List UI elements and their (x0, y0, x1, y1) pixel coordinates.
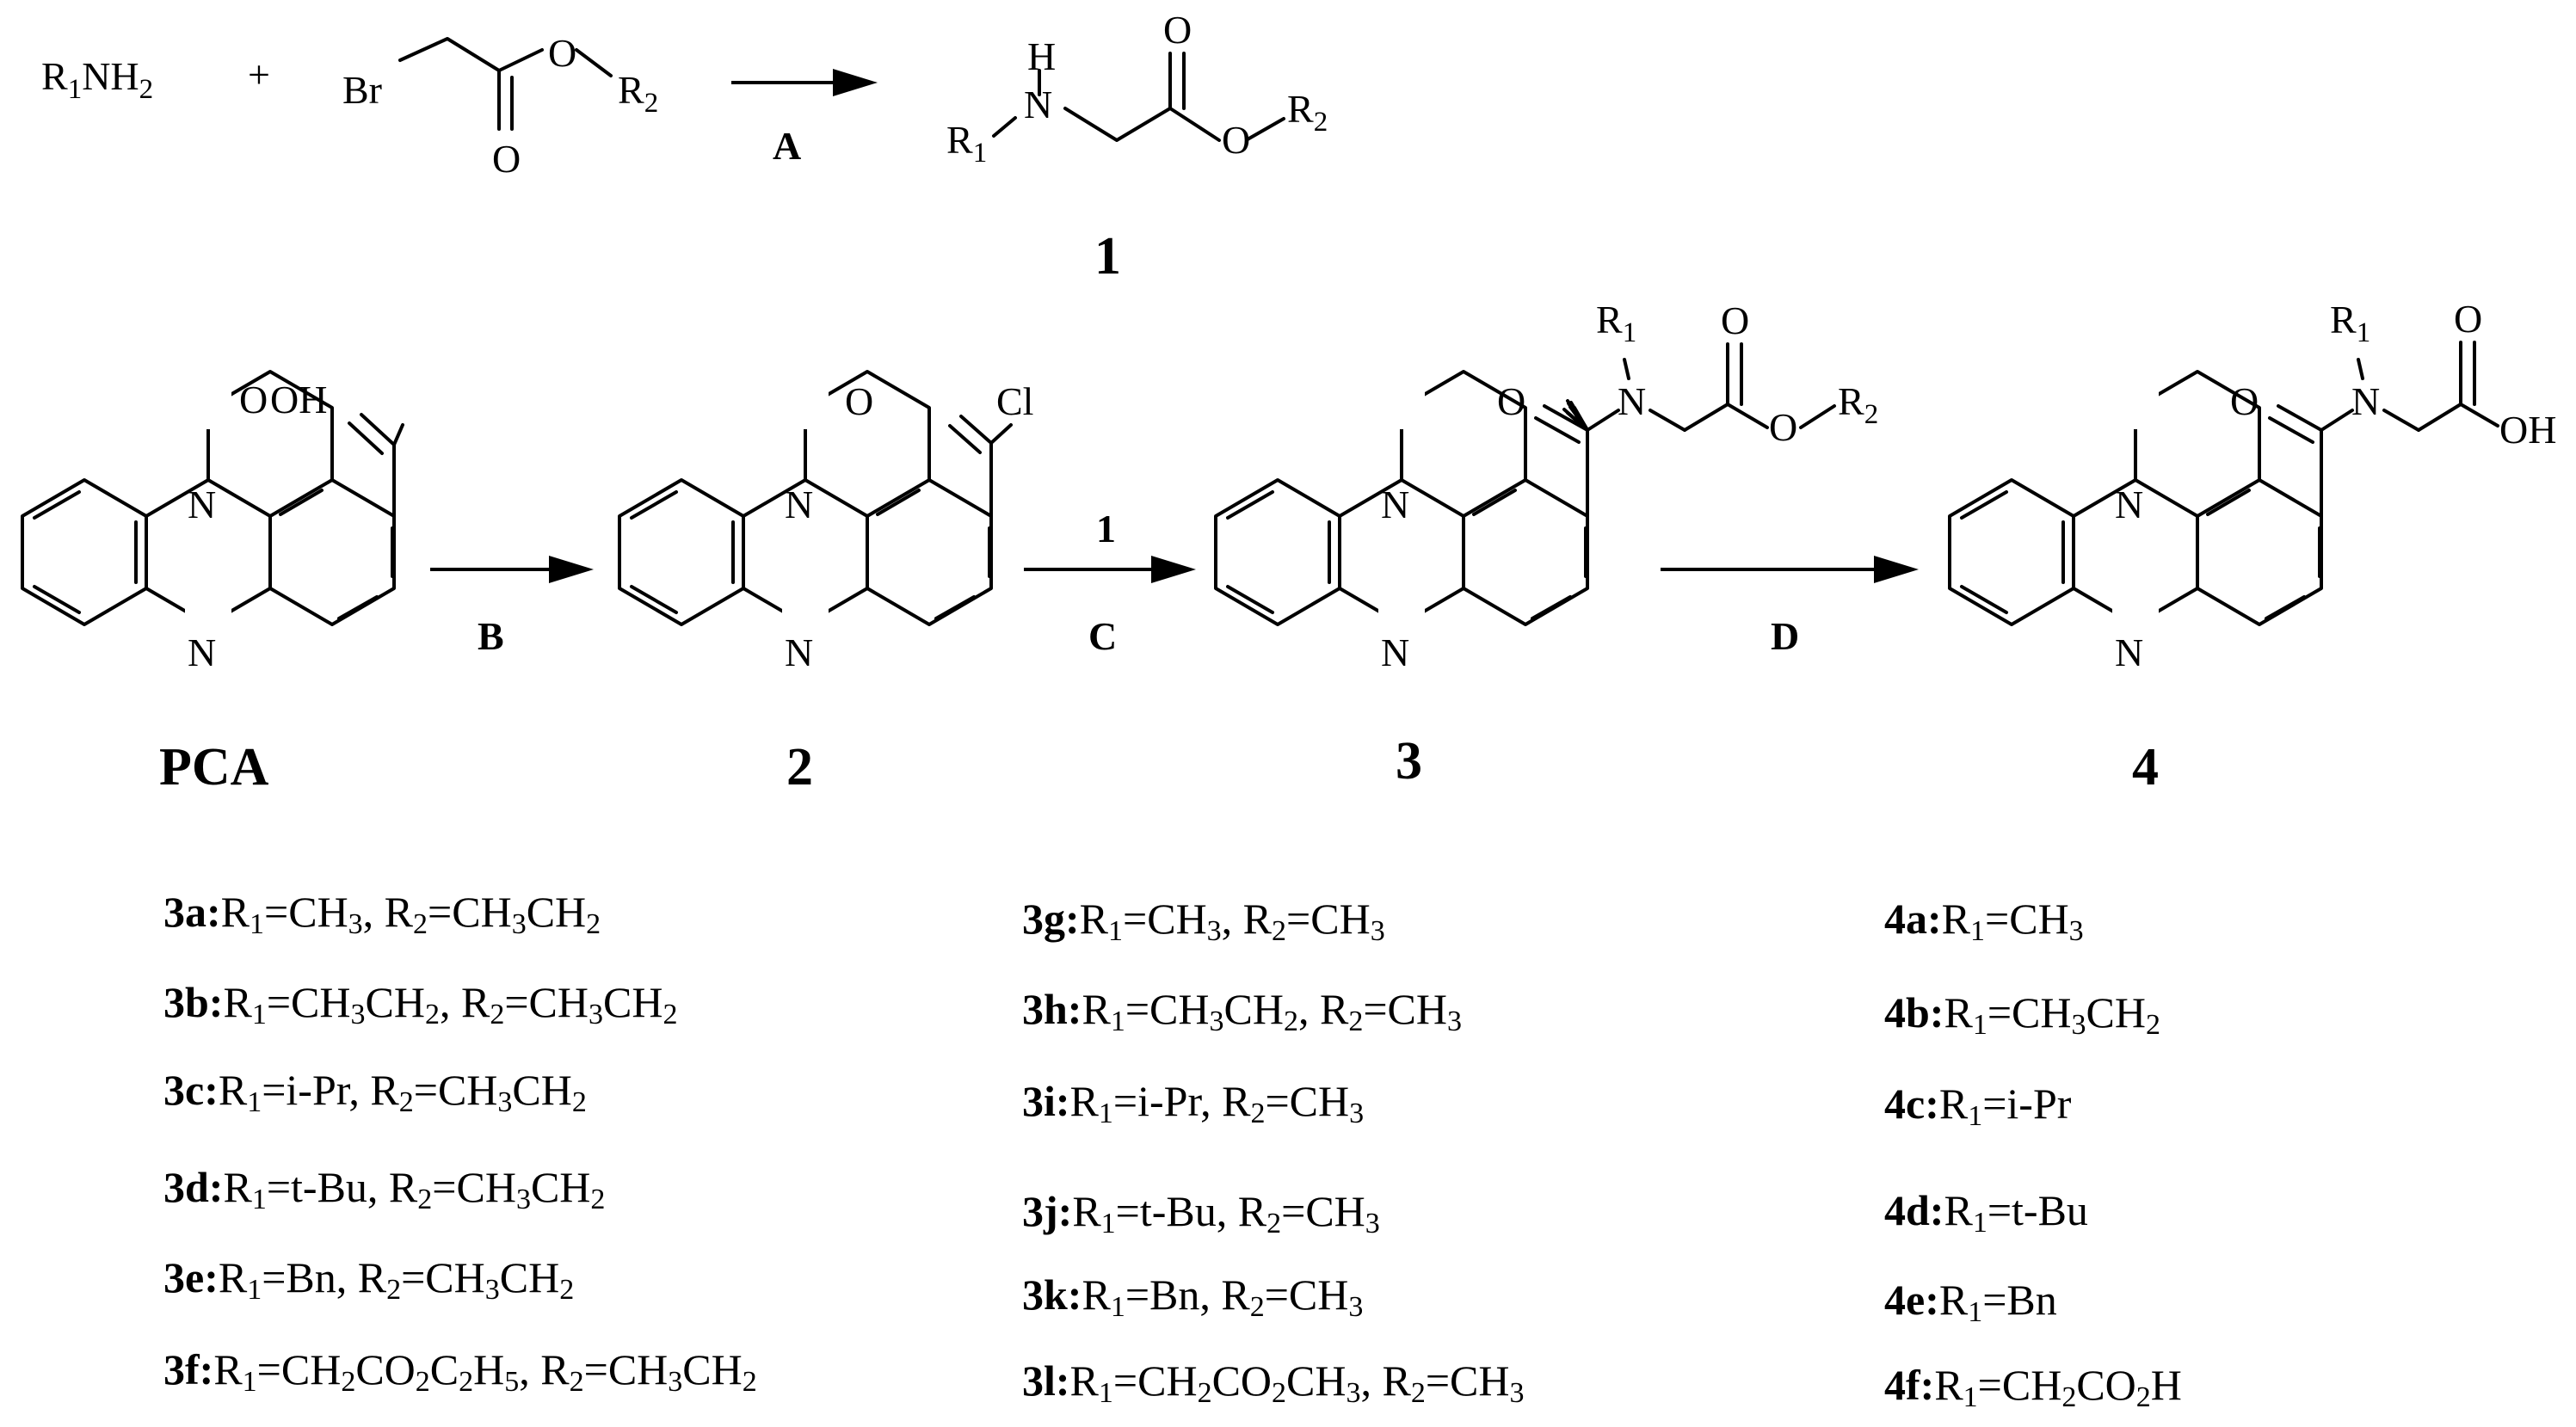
substituent-3d: 3d:R1=t-Bu, R2=CH3CH2 (163, 1163, 606, 1215)
step-label-B: B (478, 614, 504, 658)
svg-text:R2: R2 (1287, 87, 1328, 138)
svg-text:R2: R2 (1838, 379, 1878, 430)
compound-label-PCA: PCA (159, 738, 269, 797)
ring-nitrogen-bottom: N (2115, 630, 2143, 674)
ring-nitrogen-bottom: N (1381, 630, 1409, 674)
amine-hydrogen: H (1027, 34, 1056, 78)
substituent-3c: 3c:R1=i-Pr, R2=CH3CH2 (163, 1066, 587, 1118)
substituent-3i: 3i:R1=i-Pr, R2=CH3 (1022, 1077, 1365, 1129)
substituent-4b: 4b:R1=CH3CH2 (1884, 988, 2160, 1041)
substituent-3j: 3j:R1=t-Bu, R2=CH3 (1022, 1187, 1380, 1239)
ester-oxygen: O (1222, 118, 1250, 162)
compound-label-1: 1 (1094, 227, 1121, 286)
svg-text:O: O (239, 378, 268, 421)
step-label-A: A (773, 124, 801, 168)
svg-text:O: O (1721, 298, 1749, 342)
svg-text:R1NH2: R1NH2 (41, 54, 153, 105)
plus-sign: + (248, 52, 270, 96)
ring-nitrogen-top: N (188, 483, 216, 526)
substituent-4a: 4a:R1=CH3 (1884, 895, 2084, 947)
arrow-C: 1 C (1024, 507, 1196, 658)
svg-text:Cl: Cl (996, 379, 1033, 423)
svg-text:O: O (1497, 379, 1525, 423)
compound-label-2: 2 (786, 738, 813, 797)
svg-text:O: O (845, 379, 873, 423)
bromo-atom: Br (342, 68, 382, 112)
ring-nitrogen-top: N (2115, 483, 2143, 526)
svg-text:O: O (2454, 297, 2482, 341)
substituent-3l: 3l:R1=CH2CO2CH3, R2=CH3 (1022, 1356, 1525, 1409)
substituent-4d: 4d:R1=t-Bu (1884, 1186, 2088, 1239)
substituent-3a: 3a:R1=CH3, R2=CH3CH2 (163, 888, 601, 940)
substituent-3e: 3e:R1=Bn, R2=CH3CH2 (163, 1253, 575, 1306)
substituent-3b: 3b:R1=CH3CH2, R2=CH3CH2 (163, 978, 678, 1030)
reagent-1: 1 (1096, 507, 1116, 551)
compound-label-4: 4 (2132, 738, 2159, 797)
compound-1: H N R1 O O R2 1 (946, 8, 1328, 286)
svg-text:OH: OH (2499, 408, 2556, 452)
amine-reactant: R1NH2 (41, 54, 153, 105)
substituent-3g: 3g:R1=CH3, R2=CH3 (1022, 895, 1385, 947)
compound-3: O N R1 O O R2 N N 3 (1214, 298, 1878, 790)
ester-oxygen: O (548, 31, 576, 75)
arrow-D: D (1661, 556, 1919, 658)
ring-nitrogen-bottom: N (188, 630, 216, 674)
compound-label-3: 3 (1396, 732, 1422, 790)
svg-text:O: O (1769, 405, 1797, 449)
svg-text:O: O (2230, 379, 2259, 423)
ring-nitrogen-top: N (1381, 483, 1409, 526)
arrow-B: B (430, 556, 594, 658)
ring-nitrogen-bottom: N (785, 630, 813, 674)
compound-2: O Cl N N 2 (618, 370, 1033, 797)
substituent-4e: 4e:R1=Bn (1884, 1276, 2057, 1328)
ring-nitrogen-top: N (785, 483, 813, 526)
svg-text:R1: R1 (946, 118, 987, 169)
bromoacetate-reactant: Br O O R2 (342, 31, 658, 181)
svg-text:N: N (1618, 379, 1646, 423)
step-label-D: D (1771, 614, 1799, 658)
compound-4: O N R1 O OH N N 4 (1948, 297, 2556, 797)
svg-text:R1: R1 (1596, 298, 1636, 348)
carbonyl-oxygen: O (492, 137, 521, 181)
step-label-C: C (1088, 614, 1117, 658)
compound-PCA: O OH N N PCA (21, 370, 404, 797)
substituent-3k: 3k:R1=Bn, R2=CH3 (1022, 1270, 1364, 1323)
substituent-3h: 3h:R1=CH3CH2, R2=CH3 (1022, 985, 1462, 1037)
substituent-3f: 3f:R1=CH2CO2C2H5, R2=CH3CH2 (163, 1345, 757, 1398)
svg-text:N: N (2351, 379, 2380, 423)
amine-nitrogen: N (1024, 83, 1052, 126)
substituent-4f: 4f:R1=CH2CO2H (1884, 1361, 2182, 1413)
arrow-A: A (731, 69, 878, 168)
substituent-4c: 4c:R1=i-Pr (1884, 1079, 2072, 1132)
svg-text:OH: OH (270, 378, 327, 421)
carbonyl-oxygen: O (1163, 8, 1192, 52)
svg-text:R1: R1 (2330, 298, 2370, 348)
svg-text:R2: R2 (618, 68, 658, 119)
